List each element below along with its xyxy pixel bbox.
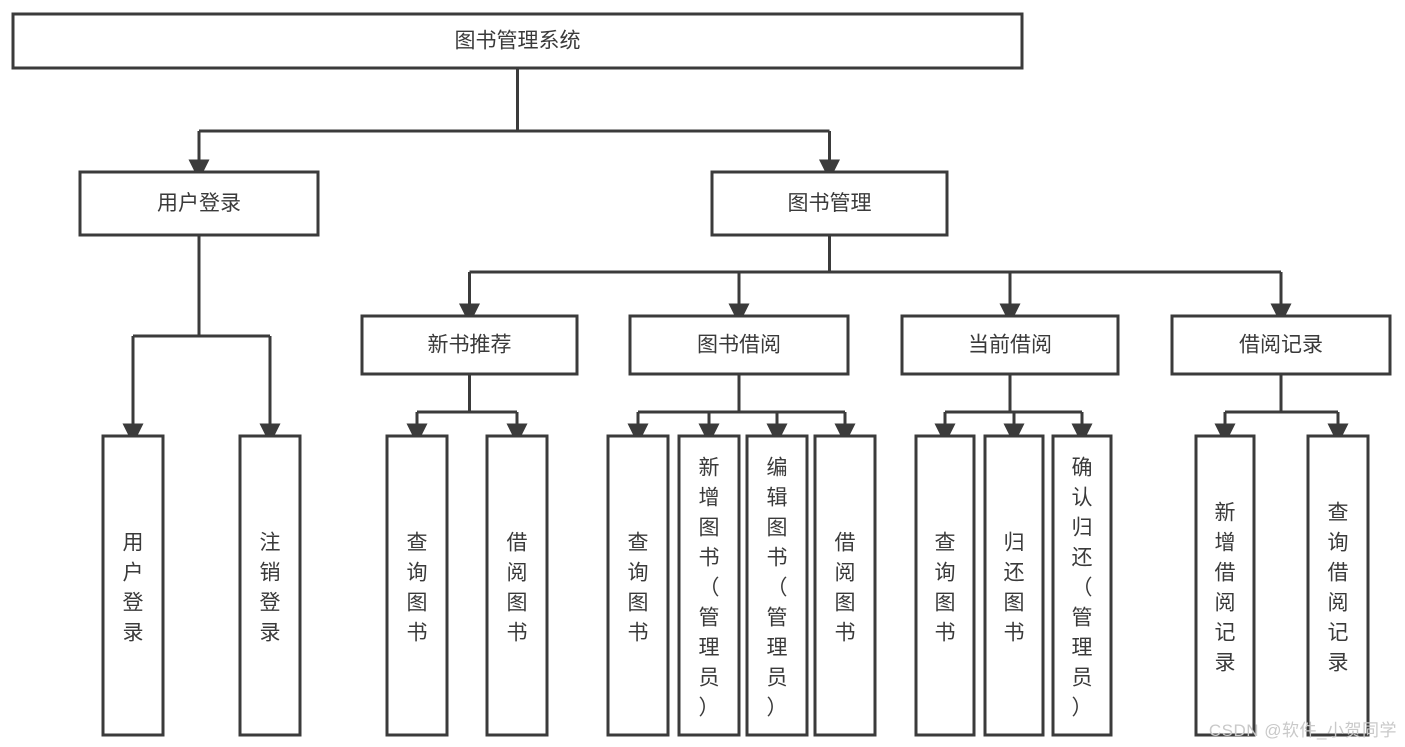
leaf-node[interactable]: 借阅图书 xyxy=(485,434,549,737)
level2-box xyxy=(78,170,320,237)
level3-label: 当前借阅 xyxy=(968,334,1052,357)
leaf-box xyxy=(983,434,1045,737)
level3-box xyxy=(360,314,579,376)
leaf-box xyxy=(914,434,976,737)
level3-node[interactable]: 图书借阅 xyxy=(628,314,850,376)
leaf-box xyxy=(238,434,302,737)
leaf-label: 确认归还（管理员） xyxy=(1072,457,1093,720)
level2-label: 用户登录 xyxy=(157,192,241,215)
leaf-label: 借阅图书 xyxy=(835,532,856,645)
leaf-node[interactable]: 归还图书 xyxy=(983,434,1045,737)
level3-label: 图书借阅 xyxy=(697,334,781,357)
leaf-node[interactable]: 查询借阅记录 xyxy=(1306,434,1370,737)
leaf-node[interactable]: 新增借阅记录 xyxy=(1194,434,1256,737)
leaf-box xyxy=(1194,434,1256,737)
leaf-node[interactable]: 新增图书（管理员） xyxy=(677,434,741,737)
leaf-label: 新增借阅记录 xyxy=(1215,502,1236,675)
leaf-node[interactable]: 查询图书 xyxy=(385,434,449,737)
leaf-node[interactable]: 查询图书 xyxy=(914,434,976,737)
level2-node[interactable]: 图书管理 xyxy=(710,170,949,237)
leaf-box xyxy=(101,434,165,737)
leaf-box xyxy=(745,434,809,737)
root-node[interactable]: 图书管理系统 xyxy=(11,12,1024,70)
leaf-box xyxy=(677,434,741,737)
level3-label: 新书推荐 xyxy=(428,334,512,357)
leaf-node[interactable]: 编辑图书（管理员） xyxy=(745,434,809,737)
leaf-label: 归还图书 xyxy=(1004,532,1025,645)
level2-box xyxy=(710,170,949,237)
level3-box xyxy=(900,314,1120,376)
level2-node[interactable]: 用户登录 xyxy=(78,170,320,237)
level3-node[interactable]: 新书推荐 xyxy=(360,314,579,376)
leaf-box xyxy=(813,434,877,737)
root-label: 图书管理系统 xyxy=(455,30,581,53)
leaf-label: 查询图书 xyxy=(935,532,956,645)
leaf-node[interactable]: 借阅图书 xyxy=(813,434,877,737)
leaf-node[interactable]: 注销登录 xyxy=(238,434,302,737)
root-box xyxy=(11,12,1024,70)
leaf-label: 查询借阅记录 xyxy=(1328,502,1349,675)
leaf-label: 借阅图书 xyxy=(507,532,528,645)
level3-box xyxy=(1170,314,1392,376)
leaf-box xyxy=(1306,434,1370,737)
leaf-label: 注销登录 xyxy=(260,532,281,645)
leaf-box xyxy=(606,434,670,737)
level2-label: 图书管理 xyxy=(788,192,872,215)
leaf-node[interactable]: 查询图书 xyxy=(606,434,670,737)
connector-lines xyxy=(122,68,1349,445)
leaf-node[interactable]: 确认归还（管理员） xyxy=(1051,434,1113,737)
leaf-node[interactable]: 用户登录 xyxy=(101,434,165,737)
node-boxes: 图书管理系统用户登录图书管理新书推荐图书借阅当前借阅借阅记录用户登录注销登录查询… xyxy=(11,12,1392,737)
leaf-label: 查询图书 xyxy=(628,532,649,645)
leaf-label: 新增图书（管理员） xyxy=(699,457,720,720)
level3-box xyxy=(628,314,850,376)
leaf-box xyxy=(1051,434,1113,737)
leaf-box xyxy=(385,434,449,737)
level3-node[interactable]: 借阅记录 xyxy=(1170,314,1392,376)
leaf-label: 查询图书 xyxy=(407,532,428,645)
leaf-box xyxy=(485,434,549,737)
leaf-label: 用户登录 xyxy=(123,532,144,645)
level3-label: 借阅记录 xyxy=(1239,334,1323,357)
leaf-label: 编辑图书（管理员） xyxy=(767,457,788,720)
level3-node[interactable]: 当前借阅 xyxy=(900,314,1120,376)
